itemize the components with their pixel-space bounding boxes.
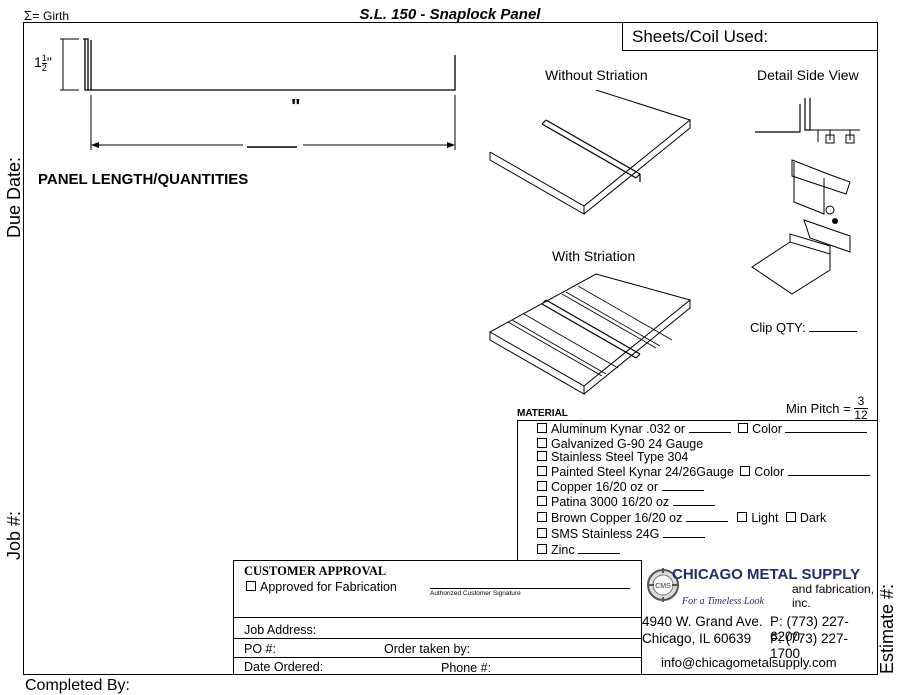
material-option[interactable]: Stainless Steel Type 304 [537, 450, 688, 464]
company-tagline: For a Timeless Look [682, 596, 764, 607]
panel-length-heading: PANEL LENGTH/QUANTITIES [38, 171, 249, 188]
with-striation-label: With Striation [552, 248, 636, 264]
blank-field[interactable] [672, 505, 715, 506]
checkbox[interactable] [738, 423, 749, 433]
material-title: MATERIAL [517, 408, 568, 419]
job-address-field[interactable]: Job Address: [244, 623, 317, 637]
detail-side-view-label: Detail Side View [757, 67, 859, 83]
checkbox[interactable] [537, 451, 547, 461]
detail-side-view-drawing [751, 98, 860, 295]
blank-field[interactable] [662, 537, 705, 538]
panel-profile-drawing [60, 38, 456, 150]
checkbox[interactable] [537, 528, 547, 538]
material-option[interactable]: Galvanized G-90 24 Gauge [537, 437, 703, 451]
clip-qty-field[interactable] [809, 331, 858, 332]
checkbox[interactable] [537, 544, 547, 554]
order-taken-field[interactable]: Order taken by: [384, 642, 471, 656]
blank-field[interactable] [578, 553, 621, 554]
girth-label: Σ= Girth [24, 8, 69, 23]
checkbox[interactable] [785, 512, 796, 522]
company-fax: F: (773) 227-1700 [770, 631, 849, 661]
panel-without-striation-drawing [489, 90, 692, 215]
due-date-label: Due Date: [4, 156, 24, 238]
approval-title: CUSTOMER APPROVAL [244, 564, 387, 578]
completed-by-label: Completed By: [25, 677, 130, 694]
divider [234, 638, 641, 639]
form-title: S.L. 150 - Snaplock Panel [359, 6, 541, 23]
estimate-number-label: Estimate #: [877, 583, 897, 674]
company-email[interactable]: info@chicagometalsupply.com [661, 655, 837, 670]
blank-field[interactable] [685, 521, 728, 522]
min-pitch: Min Pitch = 3 12 [786, 394, 868, 422]
material-option[interactable]: Painted Steel Kynar 24/26Gauge Color [537, 465, 870, 479]
sigma-icon: Σ= [24, 8, 40, 23]
checkbox[interactable] [740, 466, 751, 476]
profile-width-unit: " [291, 96, 301, 118]
material-option[interactable]: Zinc [537, 543, 621, 557]
blank-field[interactable] [688, 432, 731, 433]
approved-option[interactable]: Approved for Fabrication [246, 580, 397, 594]
clip-qty-label: Clip QTY: [750, 320, 858, 335]
logo-text: CMS [655, 583, 671, 590]
company-address2: Chicago, IL 60639 [642, 631, 752, 646]
checkbox[interactable] [737, 512, 748, 522]
job-number-label: Job #: [4, 510, 24, 560]
checkbox[interactable] [246, 581, 256, 591]
material-option[interactable]: Patina 3000 16/20 oz [537, 495, 715, 509]
sheets-coil-field[interactable]: Sheets/Coil Used: [622, 22, 878, 51]
checkbox[interactable] [537, 466, 547, 476]
divider [234, 617, 641, 618]
company-phone: P: (773) 227-6200 [770, 614, 849, 644]
checkbox[interactable] [537, 496, 547, 506]
divider [234, 657, 641, 658]
color-field[interactable] [785, 432, 868, 433]
without-striation-label: Without Striation [545, 67, 648, 83]
company-sub: and fabrication, inc. [792, 582, 875, 610]
panel-with-striation-drawing [488, 273, 692, 395]
customer-approval-box: CUSTOMER APPROVAL Approved for Fabricati… [233, 560, 642, 675]
checkbox[interactable] [537, 438, 547, 448]
material-box [517, 420, 878, 560]
material-option[interactable]: SMS Stainless 24G [537, 527, 705, 541]
material-option[interactable]: Aluminum Kynar .032 or Color [537, 422, 868, 436]
date-ordered-field[interactable]: Date Ordered: [244, 660, 324, 674]
company-logo-icon: CMS [647, 568, 679, 602]
material-option[interactable]: Brown Copper 16/20 oz Light Dark [537, 511, 826, 525]
phone-field[interactable]: Phone #: [441, 661, 492, 675]
color-field[interactable] [787, 475, 870, 476]
company-block: CMS CHICAGO METAL SUPPLY and fabrication… [642, 560, 878, 675]
material-option[interactable]: Copper 16/20 oz or [537, 480, 704, 494]
checkbox[interactable] [537, 423, 547, 433]
checkbox[interactable] [537, 481, 547, 491]
company-name: CHICAGO METAL SUPPLY [672, 566, 861, 583]
po-field[interactable]: PO #: [244, 642, 276, 656]
company-address1: 4940 W. Grand Ave. [642, 614, 763, 629]
blank-field[interactable] [661, 490, 704, 491]
signature-line[interactable]: Authorized Customer Signature [430, 588, 630, 597]
checkbox[interactable] [537, 512, 547, 522]
